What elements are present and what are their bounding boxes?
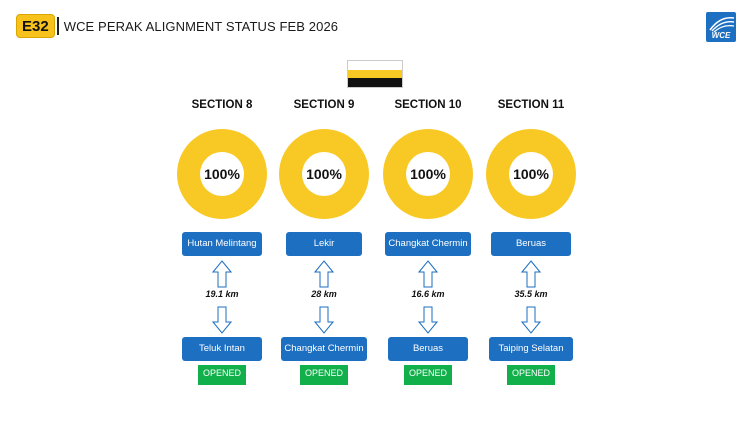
station-to: Changkat Chermin (281, 337, 367, 361)
arrow-down-icon (521, 306, 541, 334)
progress-donut: 100% (177, 129, 267, 219)
station-from: Hutan Melintang (182, 232, 262, 256)
arrow-down-icon (314, 306, 334, 334)
arrow-up-icon (418, 260, 438, 288)
perak-flag (347, 60, 403, 88)
progress-text: 100% (204, 166, 240, 182)
progress-text: 100% (513, 166, 549, 182)
status-badge: OPENED (404, 365, 452, 385)
header: E32 WCE PERAK ALIGNMENT STATUS FEB 2026 (16, 14, 338, 38)
wce-logo-icon (709, 16, 735, 33)
donut-hole (302, 152, 346, 196)
station-to: Teluk Intan (182, 337, 262, 361)
distance-label: 19.1 km (205, 289, 239, 299)
flag-stripe-black (348, 78, 402, 88)
flag-stripe-white (348, 61, 402, 70)
progress-donut: 100% (279, 129, 369, 219)
page-title: WCE PERAK ALIGNMENT STATUS FEB 2026 (63, 18, 339, 34)
arrow-down-icon (212, 306, 232, 334)
progress-text: 100% (306, 166, 342, 182)
station-from: Lekir (286, 232, 362, 256)
donut-hole (509, 152, 553, 196)
section-column: SECTION 10 100% Changkat Chermin 16.6 km… (373, 0, 483, 422)
section-column: SECTION 8 100% Hutan Melintang 19.1 km T… (167, 0, 277, 422)
status-badge: OPENED (198, 365, 246, 385)
arrow-up-icon (314, 260, 334, 288)
logo-text: WCE (711, 31, 731, 40)
progress-donut: 100% (383, 129, 473, 219)
section-column: SECTION 11 100% Beruas 35.5 km Taiping S… (476, 0, 586, 422)
section-label: SECTION 8 (191, 99, 253, 111)
status-badge: OPENED (300, 365, 348, 385)
station-to: Taiping Selatan (489, 337, 573, 361)
distance-label: 16.6 km (411, 289, 445, 299)
route-badge: E32 (16, 14, 55, 38)
status-badge: OPENED (507, 365, 555, 385)
donut-hole (406, 152, 450, 196)
distance-label: 35.5 km (514, 289, 548, 299)
section-label: SECTION 10 (394, 99, 462, 111)
arrow-down-icon (418, 306, 438, 334)
donut-hole (200, 152, 244, 196)
progress-text: 100% (410, 166, 446, 182)
station-to: Beruas (388, 337, 468, 361)
badge-divider (56, 17, 59, 35)
station-from: Changkat Chermin (385, 232, 471, 256)
arrow-up-icon (212, 260, 232, 288)
arrow-up-icon (521, 260, 541, 288)
wce-logo: WCE (706, 12, 736, 42)
distance-label: 28 km (311, 289, 337, 299)
section-column: SECTION 9 100% Lekir 28 km Changkat Cher… (269, 0, 379, 422)
flag-stripe-yellow (348, 69, 402, 79)
progress-donut: 100% (486, 129, 576, 219)
section-label: SECTION 9 (293, 99, 355, 111)
station-from: Beruas (491, 232, 571, 256)
section-label: SECTION 11 (497, 99, 565, 111)
